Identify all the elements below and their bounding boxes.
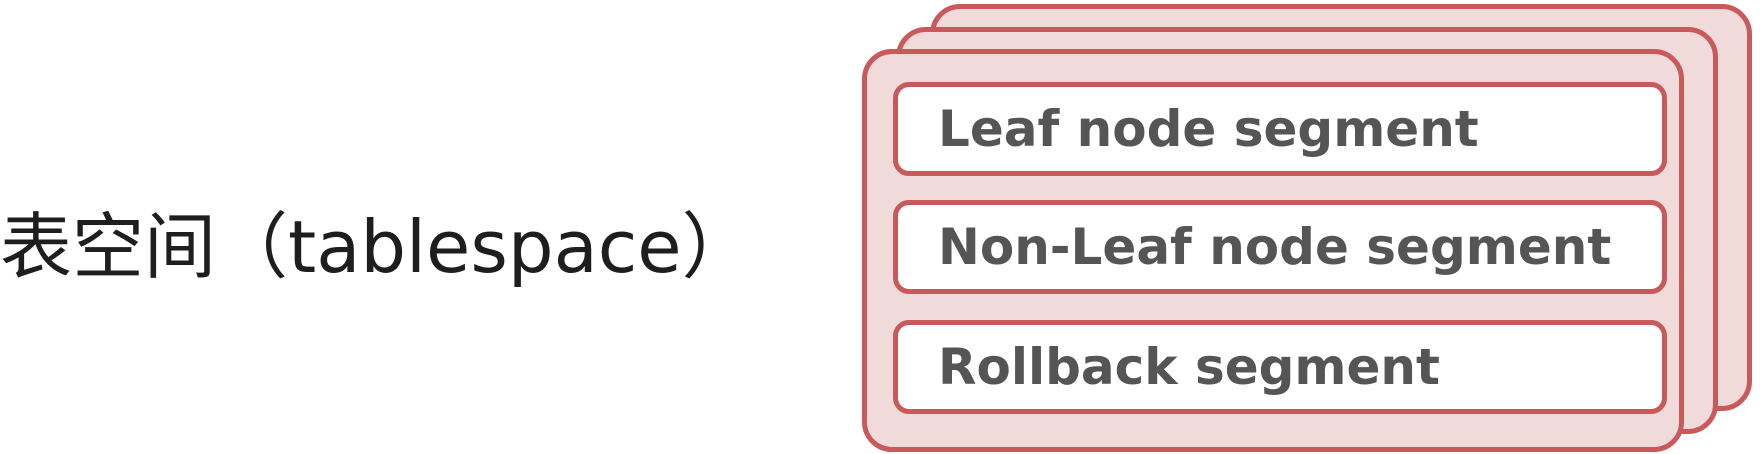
- tablespace-title: 表空间（tablespace）: [0, 205, 754, 289]
- segment-rollback: Rollback segment: [893, 320, 1667, 414]
- segment-label: Non-Leaf node segment: [938, 218, 1612, 276]
- segment-non-leaf-node: Non-Leaf node segment: [893, 200, 1667, 294]
- segment-label: Leaf node segment: [938, 100, 1479, 158]
- segment-label: Rollback segment: [938, 338, 1440, 396]
- segment-leaf-node: Leaf node segment: [893, 82, 1667, 176]
